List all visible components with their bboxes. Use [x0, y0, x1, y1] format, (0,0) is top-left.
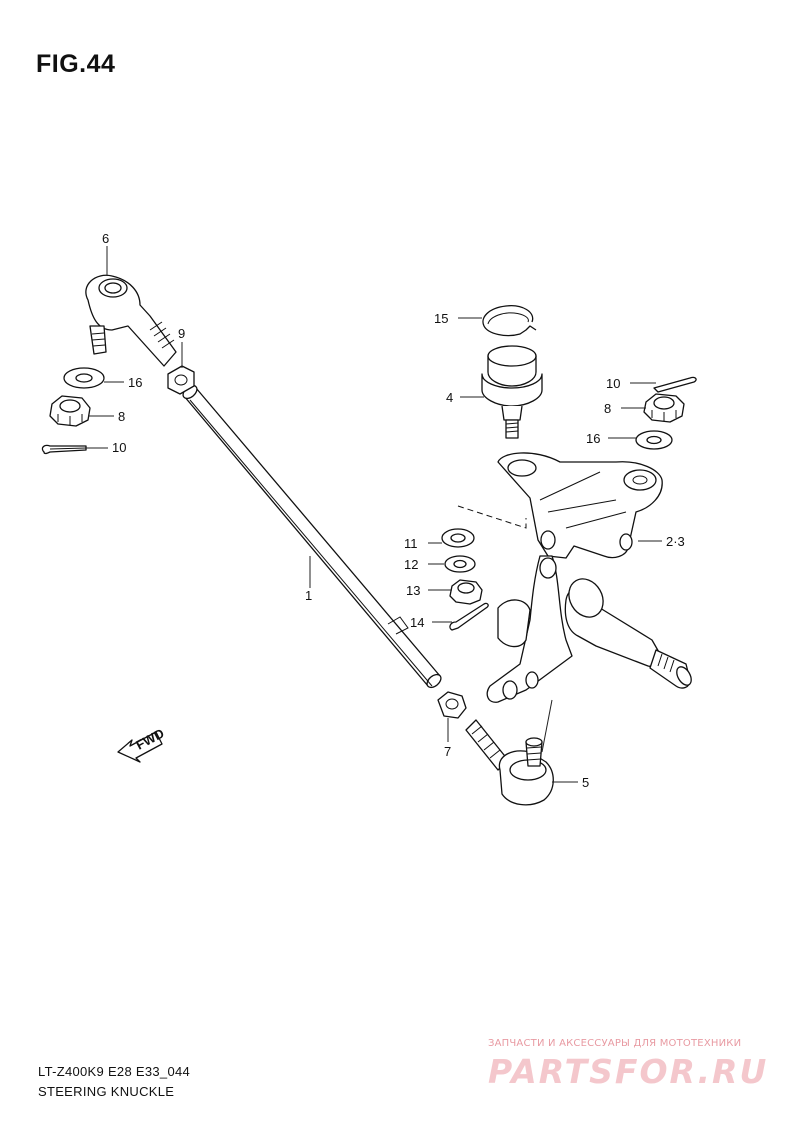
circlip-part[interactable] [482, 305, 537, 337]
callout-7: 7 [444, 744, 451, 759]
lock-nut-part[interactable] [437, 691, 467, 719]
callout-13: 13 [406, 583, 420, 598]
callout-15: 15 [434, 311, 448, 326]
figure-name: STEERING KNUCKLE [38, 1084, 175, 1099]
assembly-guide-line [457, 505, 527, 529]
callout-9: 9 [178, 326, 185, 341]
callout-10-right: 10 [606, 376, 620, 391]
watermark-logo: PARTSFOR.RU [488, 1052, 769, 1091]
model-code: LT-Z400K9 E28 E33_044 [38, 1064, 191, 1079]
washer-left-part[interactable] [63, 367, 105, 389]
steering-knuckle-part[interactable] [486, 452, 694, 703]
figure-title: FIG.44 [36, 50, 116, 78]
ball-joint-part[interactable] [481, 345, 543, 439]
callout-1: 1 [305, 588, 312, 603]
watermark-tagline: ЗАПЧАСТИ И АКСЕССУАРЫ ДЛЯ МОТОТЕХНИКИ [488, 1038, 742, 1049]
callout-8-left: 8 [118, 409, 125, 424]
callout-6: 6 [102, 231, 109, 246]
callout-2-3: 2·3 [666, 534, 685, 549]
callout-4: 4 [446, 390, 453, 405]
leader-lines [86, 246, 662, 783]
washer-12-part[interactable] [444, 555, 476, 573]
cotter-pin-right-part[interactable] [653, 376, 697, 393]
castle-nut-right-part[interactable] [643, 393, 685, 423]
tie-rod-end-right-part[interactable] [465, 719, 554, 806]
callout-10-left: 10 [112, 440, 126, 455]
callout-16-right: 16 [586, 431, 600, 446]
cotter-pin-14-part[interactable] [449, 602, 489, 631]
forward-arrow-icon: FWD [117, 726, 167, 763]
callout-12: 12 [404, 557, 418, 572]
callout-11: 11 [404, 536, 418, 551]
washer-right-part[interactable] [635, 430, 673, 450]
figure-footer: LT-Z400K9 E28 E33_044 STEERING KNUCKLE [38, 1062, 190, 1102]
cotter-pin-left-part[interactable] [41, 444, 87, 455]
castle-nut-left-part[interactable] [49, 395, 91, 427]
callout-14: 14 [410, 615, 424, 630]
tie-rod-end-left-part[interactable] [85, 274, 177, 367]
washer-11-part[interactable] [441, 528, 475, 548]
callout-16-left: 16 [128, 375, 142, 390]
tie-rod-part[interactable] [181, 383, 444, 690]
castle-nut-13-part[interactable] [449, 579, 483, 605]
callout-5: 5 [582, 775, 589, 790]
callout-8-right: 8 [604, 401, 611, 416]
